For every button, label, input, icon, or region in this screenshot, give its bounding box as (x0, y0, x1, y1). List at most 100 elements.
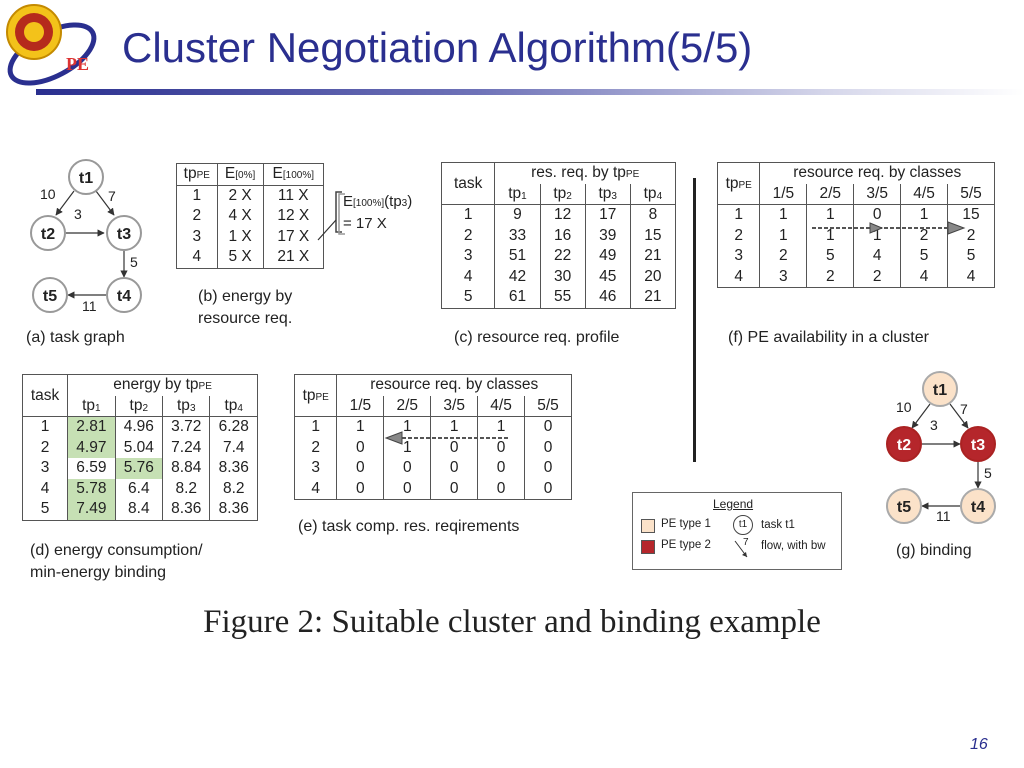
table-cell: 1 (477, 416, 526, 438)
table-cell: 2 (806, 266, 855, 288)
table-cell: 1/5 (336, 395, 385, 417)
legend-box: Legend PE type 1 PE type 2 t1 task t1 7 … (632, 492, 842, 570)
table-cell: 33 (494, 225, 541, 246)
table-cell: E[100%] (263, 163, 324, 186)
table-cell: 15 (962, 206, 980, 224)
table-cell: 46 (585, 287, 631, 308)
table-cell: 15 (644, 226, 662, 244)
table-cell: 0 (543, 418, 553, 436)
node-t1: t1 (79, 170, 93, 187)
table-cell: 4 (22, 478, 69, 499)
table-cell: 3 (176, 226, 218, 247)
legend-flow-label: flow, with bw (761, 540, 826, 552)
table-cell: tpPE (176, 163, 218, 186)
table-cell: 1 (441, 204, 496, 226)
title-underline (36, 89, 1024, 95)
edge-label: 3 (930, 417, 938, 433)
table-cell: 6.59 (67, 458, 116, 479)
table-cell: 2 (759, 246, 808, 267)
edge-label: 11 (936, 508, 951, 524)
table-cell: resource req. by classes (793, 164, 962, 182)
table-cell: 0 (477, 437, 526, 458)
table-cell: 0 (430, 478, 479, 500)
table-cell: 2 (853, 266, 902, 288)
annotation-bracket (317, 191, 345, 241)
table-cell: 4/5 (477, 395, 526, 417)
min-energy-cell: 5.76 (115, 458, 164, 479)
page-number: 16 (970, 736, 988, 753)
table-cell: resource req. by classes (370, 376, 539, 394)
table-cell: 8.36 (218, 459, 249, 477)
table-cell: 2 (176, 206, 218, 227)
caption-a: (a) task graph (26, 329, 125, 346)
annotation-e100: E[100%](tp3) = 17 X (343, 193, 413, 232)
table-cell: 42 (494, 266, 541, 287)
table-cell: tp1 (67, 395, 116, 417)
caption-f: (f) PE availability in a cluster (728, 329, 929, 346)
table-cell: 1 (717, 204, 761, 226)
legend-task-symbol: t1 (733, 515, 753, 535)
table-cell: 8.36 (162, 499, 211, 520)
table-cell: 0 (543, 479, 553, 497)
table-cell: 4 X (217, 206, 264, 227)
table-cell: 1 (430, 416, 479, 438)
table-cell: 7.4 (222, 438, 245, 456)
table-cell: E[0%] (217, 163, 264, 186)
table-cell: 1 (294, 416, 338, 438)
table-c-resource-profile: task res. req. by tpPE tp1 tp2 tp3 tp4 1… (441, 162, 676, 309)
node-t3: t3 (971, 437, 985, 454)
table-cell: 8.84 (162, 458, 211, 479)
dashed-arrow-right (812, 221, 966, 235)
table-cell: 7.24 (162, 437, 211, 458)
table-cell: 3/5 (430, 395, 479, 417)
legend-title: Legend (713, 497, 754, 511)
table-cell: 0 (853, 204, 902, 226)
table-cell: tp3 (585, 183, 631, 205)
edge-label: 7 (960, 401, 968, 417)
table-cell: 0 (383, 458, 432, 479)
edge-label: 7 (108, 188, 116, 204)
table-cell: 1 (759, 225, 808, 246)
university-logo: PE (6, 4, 97, 86)
table-cell: tp2 (115, 395, 164, 417)
table-cell: res. req. by tpPE (531, 164, 640, 182)
legend-pe-type2-swatch (641, 540, 655, 554)
legend-task-label: task t1 (761, 519, 795, 531)
table-cell: 0 (477, 478, 526, 500)
table-cell: 1 (336, 416, 385, 438)
table-cell: 12 X (277, 207, 310, 225)
caption-d: (d) energy consumption/min-energy bindin… (30, 542, 203, 581)
table-cell: 8.36 (218, 500, 249, 518)
table-cell: 0 (543, 459, 553, 477)
table-cell: tpPE (294, 374, 338, 417)
table-cell: 1 (900, 204, 949, 226)
table-cell: 5 (22, 499, 69, 520)
logo-letters: PE (66, 54, 89, 74)
table-cell: 0 (336, 458, 385, 479)
table-cell: 1/5 (759, 183, 808, 205)
table-cell: 8.2 (222, 479, 245, 497)
table-cell: 0 (336, 478, 385, 500)
table-cell: 0 (383, 478, 432, 500)
node-t4: t4 (117, 288, 131, 305)
table-cell: 4/5 (900, 183, 949, 205)
table-cell: 21 (644, 247, 662, 265)
table-cell: 11 X (277, 186, 309, 204)
table-cell: energy by tpPE (113, 376, 212, 394)
table-cell: tp3 (162, 395, 211, 417)
table-cell: tp4 (209, 395, 258, 417)
table-cell: 1 (383, 437, 432, 458)
table-cell: 2 (966, 226, 976, 244)
table-cell: 5 (900, 246, 949, 267)
